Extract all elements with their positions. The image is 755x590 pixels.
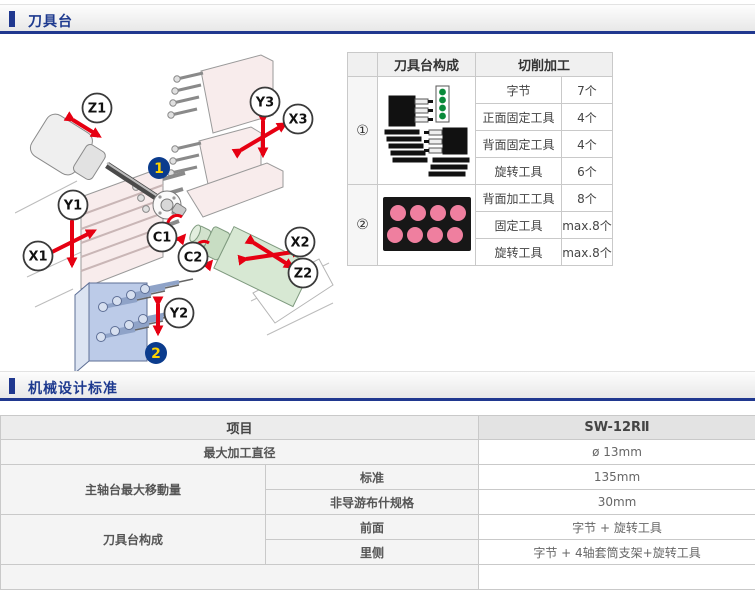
table-row-partial: [1, 565, 755, 590]
back-face-tools-icon: [378, 185, 476, 266]
spec-label: [1, 565, 479, 590]
table-row: ①: [348, 77, 613, 104]
spec-header-row: 项目 SW-12RⅡ: [1, 416, 755, 440]
tool-type-label: 背面加工工具: [476, 185, 562, 212]
table-row: 刀具台构成 前面 字节 + 旋转工具: [1, 515, 755, 540]
tool-count: 7个: [562, 77, 613, 104]
turret-front-tools-icon: [378, 77, 476, 185]
tool-table-header-row: 刀具台构成 切削加工: [348, 53, 613, 77]
axis-label-z2: Z2: [289, 259, 318, 288]
item-header: 项目: [1, 416, 479, 440]
spec-label: 最大加工直径: [1, 440, 479, 465]
tool-type-label: 旋转工具: [476, 239, 562, 266]
section-header-machine-design: 机械设计标准: [0, 371, 755, 401]
badge-1: 1: [148, 157, 170, 179]
svg-text:C2: C2: [184, 251, 203, 266]
section-header-tool-post: 刀具台: [0, 4, 755, 34]
spec-value: 字节 + 旋转工具: [479, 515, 755, 540]
tool-composition-table: 刀具台构成 切削加工 ①: [347, 52, 613, 266]
section-title: 机械设计标准: [28, 378, 118, 398]
axis-label-c1: C1: [148, 223, 177, 252]
svg-text:Y3: Y3: [255, 96, 274, 111]
tool-type-label: 背面固定工具: [476, 131, 562, 158]
spec-value: 135mm: [479, 465, 755, 490]
machine-spec-table: 项目 SW-12RⅡ 最大加工直径 ø 13mm 主轴台最大移動量 标准 135…: [0, 415, 755, 590]
tool-count: 4个: [562, 104, 613, 131]
section-title: 刀具台: [28, 11, 73, 31]
header-accent-bar: [9, 11, 15, 27]
spec-sub-label: 前面: [266, 515, 479, 540]
spec-value: 30mm: [479, 490, 755, 515]
spec-group-label: 刀具台构成: [1, 515, 266, 565]
tool-type-label: 字节: [476, 77, 562, 104]
svg-text:X3: X3: [288, 113, 307, 128]
tool-type-label: 正面固定工具: [476, 104, 562, 131]
axis-label-y2: Y2: [165, 299, 194, 328]
axis-label-z1: Z1: [83, 94, 112, 123]
tool-type-label: 固定工具: [476, 212, 562, 239]
svg-text:Y1: Y1: [63, 199, 82, 214]
axis-label-x2: X2: [286, 228, 315, 257]
tool-count: 4个: [562, 131, 613, 158]
svg-text:Z2: Z2: [294, 267, 312, 282]
spec-value: [479, 565, 755, 590]
model-header: SW-12RⅡ: [479, 416, 755, 440]
svg-text:Z1: Z1: [88, 102, 106, 117]
svg-text:X1: X1: [28, 250, 47, 265]
table-row: 最大加工直径 ø 13mm: [1, 440, 755, 465]
axis-label-y1: Y1: [59, 191, 88, 220]
machine-axes-diagram: Z1 Y3 X3 Y1 X1 C1 C2 X2 Z2 Y2 1 2: [15, 45, 345, 375]
tool-type-label: 旋转工具: [476, 158, 562, 185]
badge-2: 2: [145, 342, 167, 364]
cutting-header: 切削加工: [476, 53, 613, 77]
spec-sub-label: 标准: [266, 465, 479, 490]
group-number-2: ②: [348, 185, 378, 266]
axis-label-x1: X1: [24, 242, 53, 271]
table-row: 主轴台最大移動量 标准 135mm: [1, 465, 755, 490]
spec-sub-label: 非导游布什规格: [266, 490, 479, 515]
svg-text:C1: C1: [153, 231, 172, 246]
tool-count: 8个: [562, 185, 613, 212]
tool-count: 6个: [562, 158, 613, 185]
svg-text:2: 2: [151, 346, 161, 362]
spec-value: 字节 + 4轴套筒支架+旋转工具: [479, 540, 755, 565]
svg-text:Y2: Y2: [169, 307, 188, 322]
tool-count: max.8个: [562, 239, 613, 266]
spec-group-label: 主轴台最大移動量: [1, 465, 266, 515]
header-accent-bar: [9, 378, 15, 394]
svg-text:X2: X2: [290, 236, 309, 251]
corner-cell: [348, 53, 378, 77]
spec-sub-label: 里侧: [266, 540, 479, 565]
group-number-1: ①: [348, 77, 378, 185]
axis-label-y3: Y3: [251, 88, 280, 117]
svg-text:1: 1: [154, 161, 164, 177]
spec-value: ø 13mm: [479, 440, 755, 465]
table-row: ② 背面加工工具 8个: [348, 185, 613, 212]
tool-count: max.8个: [562, 212, 613, 239]
axis-label-c2: C2: [179, 243, 208, 272]
composition-header: 刀具台构成: [378, 53, 476, 77]
axis-label-x3: X3: [284, 105, 313, 134]
